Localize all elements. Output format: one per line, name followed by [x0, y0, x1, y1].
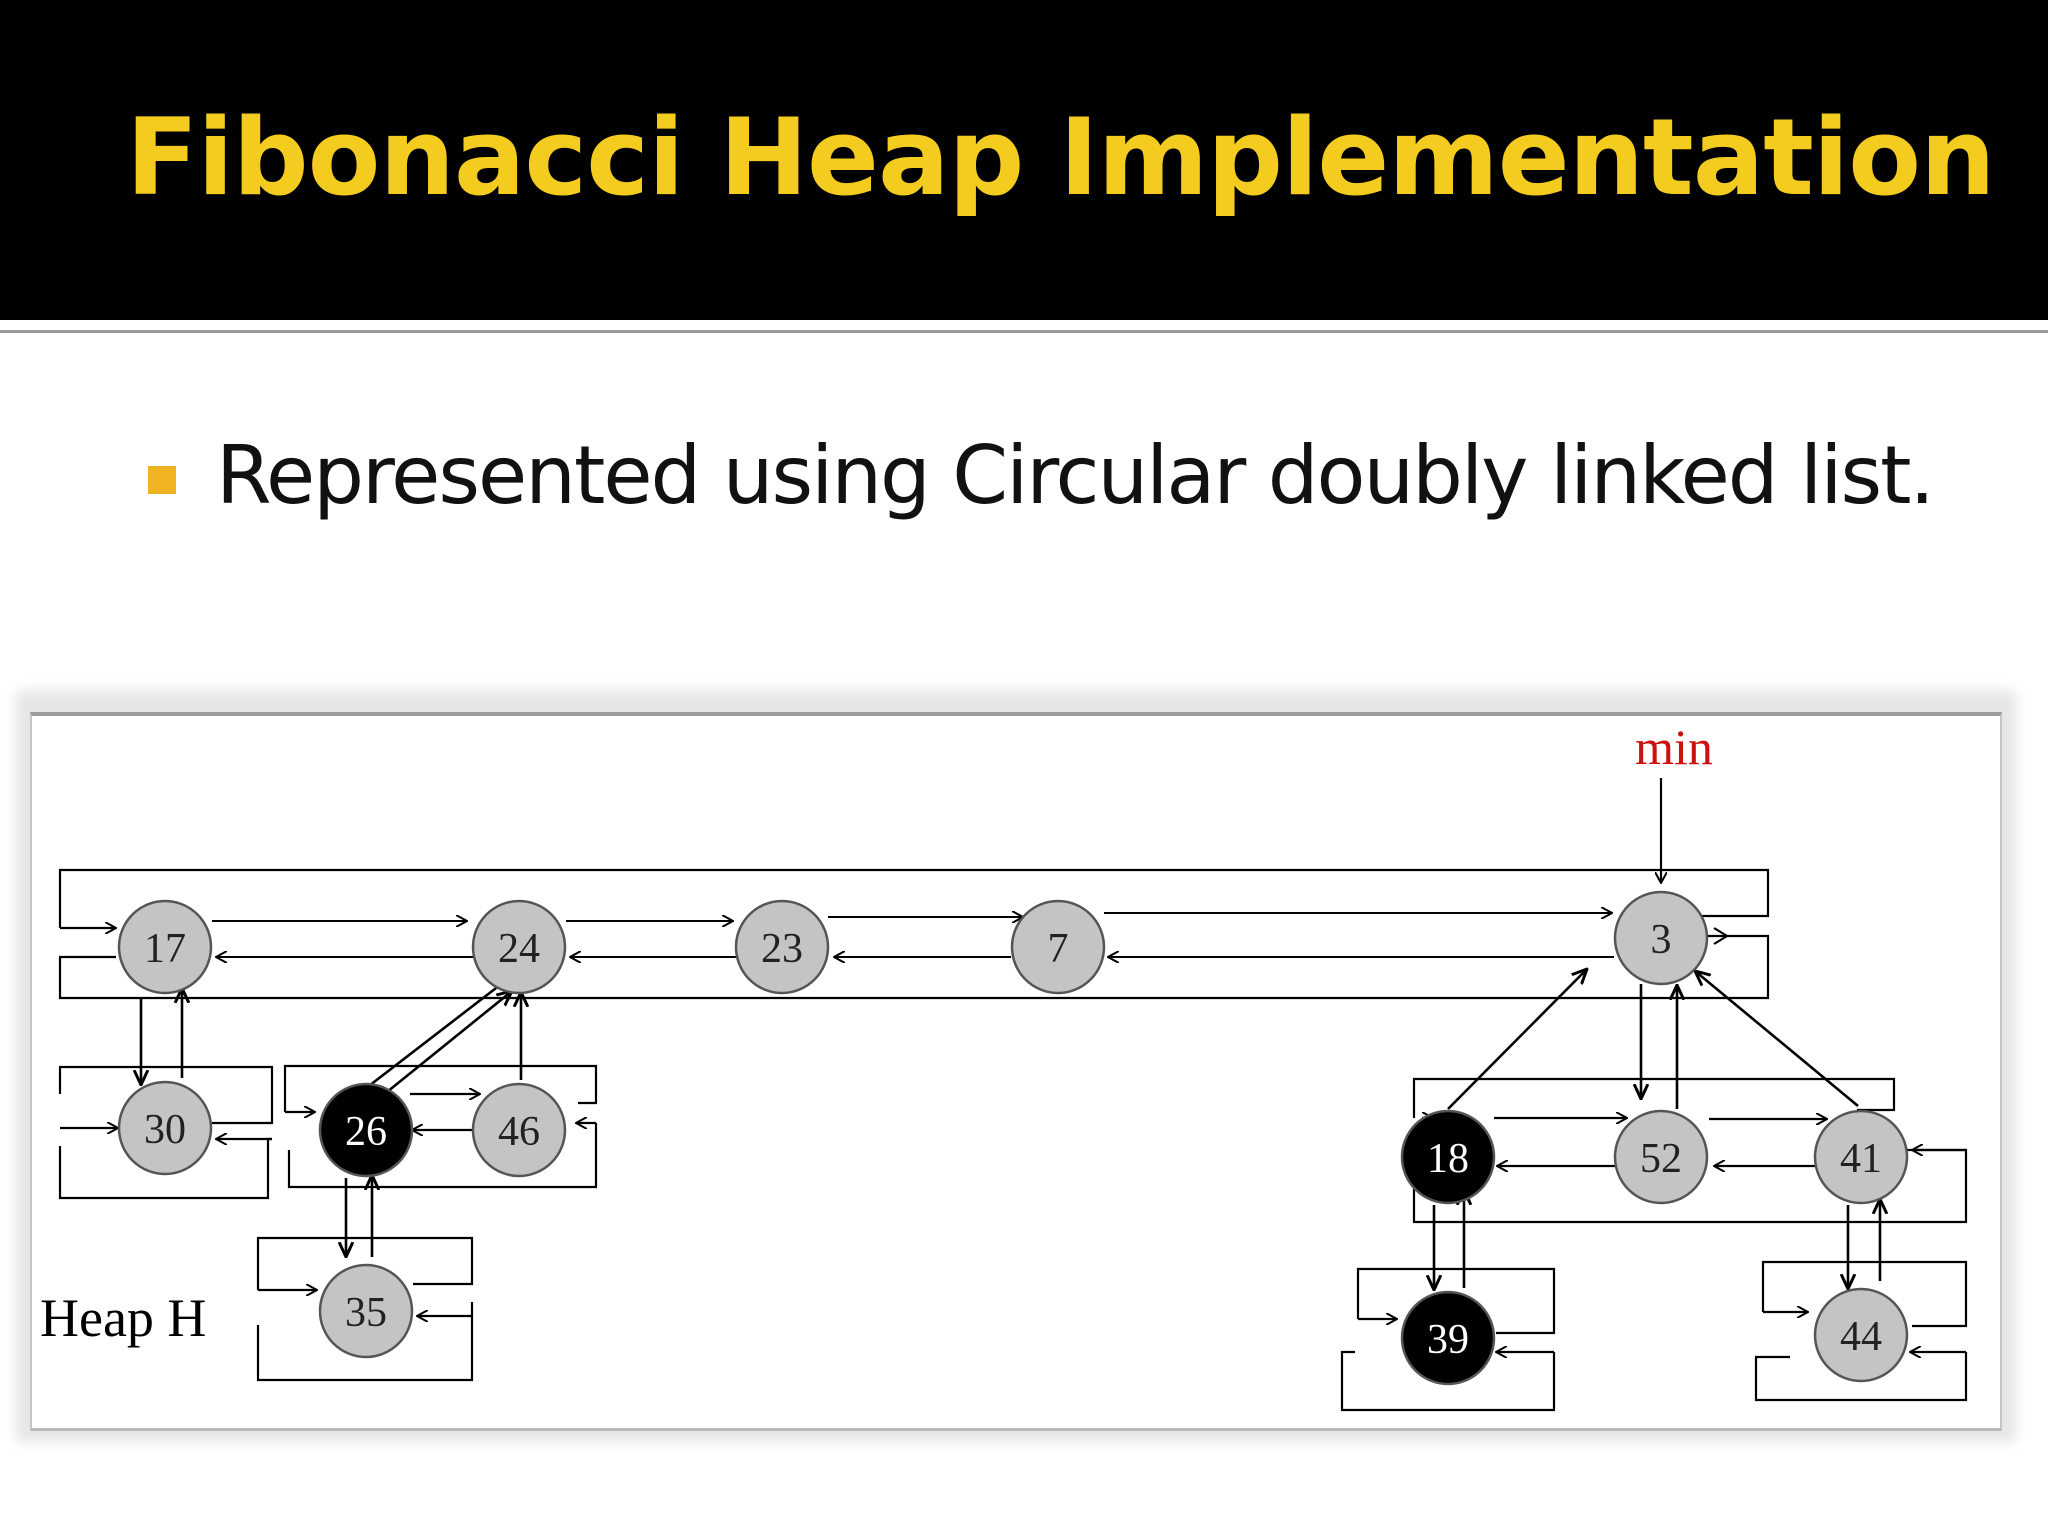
heap-node-circle: [1613, 1109, 1709, 1205]
parent-child-links-18-39: [1434, 1190, 1464, 1290]
heap-node-key: 41: [1840, 1136, 1882, 1182]
child-list-17: [58, 1065, 274, 1200]
heap-node-key: 18: [1427, 1136, 1469, 1182]
heap-node-circle: [1010, 899, 1106, 995]
heap-node-key: 35: [345, 1290, 387, 1336]
child-list-3: [1412, 1077, 1968, 1224]
heap-node-key: 17: [144, 926, 186, 972]
parent-child-links-17-30: [141, 988, 182, 1085]
heap-node-circle: [1400, 1290, 1496, 1386]
heap-node-circle: [1400, 1109, 1496, 1205]
root-list-loop: [58, 868, 1770, 1000]
heap-node-key: 30: [144, 1107, 186, 1153]
child-list-24: [283, 1064, 598, 1189]
slide-title: Fibonacci Heap Implementation: [126, 96, 1996, 219]
title-divider-line: [0, 330, 2048, 333]
heap-node-circle: [471, 1082, 567, 1178]
heap-node-key: 26: [345, 1109, 387, 1155]
heap-node-key: 39: [1427, 1317, 1469, 1363]
heap-node-key: 3: [1651, 917, 1672, 963]
parent-child-links-3: [1447, 969, 1859, 1110]
child-list-18: [1340, 1267, 1556, 1412]
title-bar: Fibonacci Heap Implementation: [0, 0, 2048, 320]
heap-node-17: 17: [117, 899, 213, 995]
parent-child-links-26-35: [346, 1175, 372, 1257]
parent-child-links-41-44: [1848, 1199, 1880, 1289]
heap-nodes: 17 24 23 7 3 30 26 46 35 18 52 41 39 44: [117, 890, 1909, 1386]
title-divider: [0, 320, 2048, 326]
heap-node-35: 35: [318, 1263, 414, 1359]
heap-node-key: 23: [761, 926, 803, 972]
heap-node-18: 18: [1400, 1109, 1496, 1205]
bullet-text: Represented using Circular doubly linked…: [216, 429, 1935, 522]
heap-node-39: 39: [1400, 1290, 1496, 1386]
heap-node-circle: [117, 899, 213, 995]
heap-node-circle: [318, 1082, 414, 1178]
heap-node-key: 52: [1640, 1136, 1682, 1182]
heap-node-key: 24: [498, 926, 540, 972]
heap-node-circle: [1813, 1109, 1909, 1205]
heap-label: Heap H: [40, 1288, 206, 1348]
root-list-links: [212, 913, 1614, 957]
heap-node-52: 52: [1613, 1109, 1709, 1205]
heap-node-key: 46: [498, 1109, 540, 1155]
heap-node-circle: [117, 1080, 213, 1176]
parent-child-links-24: [348, 983, 521, 1102]
child-list-41: [1754, 1260, 1968, 1402]
heap-node-circle: [471, 899, 567, 995]
heap-node-23: 23: [734, 899, 830, 995]
heap-node-3: 3: [1613, 890, 1709, 986]
bullet-square-icon: [148, 466, 176, 494]
heap-node-24: 24: [471, 899, 567, 995]
heap-node-7: 7: [1010, 899, 1106, 995]
heap-node-circle: [734, 899, 830, 995]
heap-node-circle: [318, 1263, 414, 1359]
heap-node-key: 7: [1048, 926, 1069, 972]
heap-node-circle: [1613, 890, 1709, 986]
min-pointer-label: min: [1635, 719, 1713, 775]
heap-node-26: 26: [318, 1082, 414, 1178]
heap-node-44: 44: [1813, 1287, 1909, 1383]
heap-node-circle: [1813, 1287, 1909, 1383]
heap-node-30: 30: [117, 1080, 213, 1176]
heap-node-41: 41: [1813, 1109, 1909, 1205]
heap-node-key: 44: [1840, 1314, 1882, 1360]
child-list-26: [256, 1236, 474, 1382]
heap-node-46: 46: [471, 1082, 567, 1178]
